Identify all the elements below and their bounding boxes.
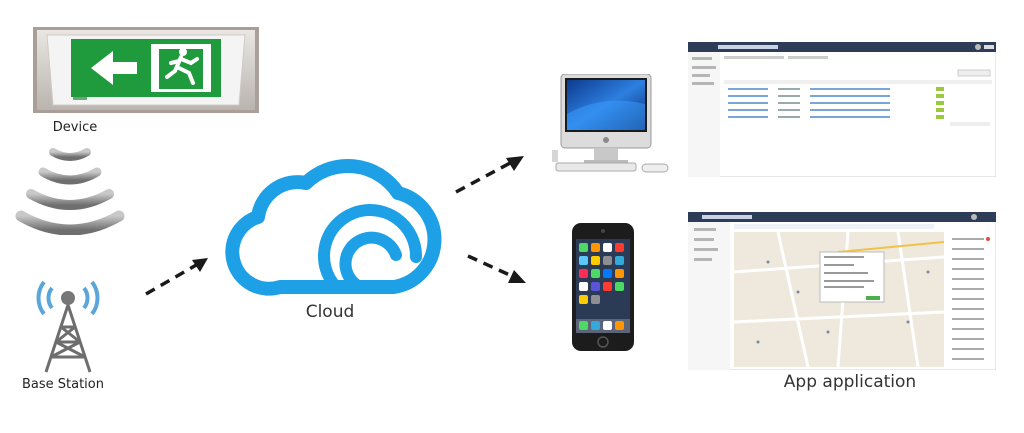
desktop-computer-icon	[552, 74, 669, 173]
cloud-label: Cloud	[305, 302, 355, 322]
app-application-label: App application	[783, 372, 917, 392]
exit-sign-device-icon	[33, 27, 259, 113]
device-label: Device	[52, 120, 98, 135]
app-map-screenshot	[688, 212, 996, 370]
base-station-label: Base Station	[21, 377, 104, 392]
arrow-cloud-to-phone	[467, 254, 526, 283]
arrow-cloud-to-computer	[455, 156, 524, 194]
wireless-signal-icon	[15, 148, 125, 235]
smartphone-icon	[572, 223, 634, 351]
antenna-tower-icon	[36, 280, 100, 373]
arrow-base-to-cloud	[145, 258, 208, 296]
app-table-screenshot	[688, 42, 996, 177]
cloud-icon	[225, 159, 442, 296]
